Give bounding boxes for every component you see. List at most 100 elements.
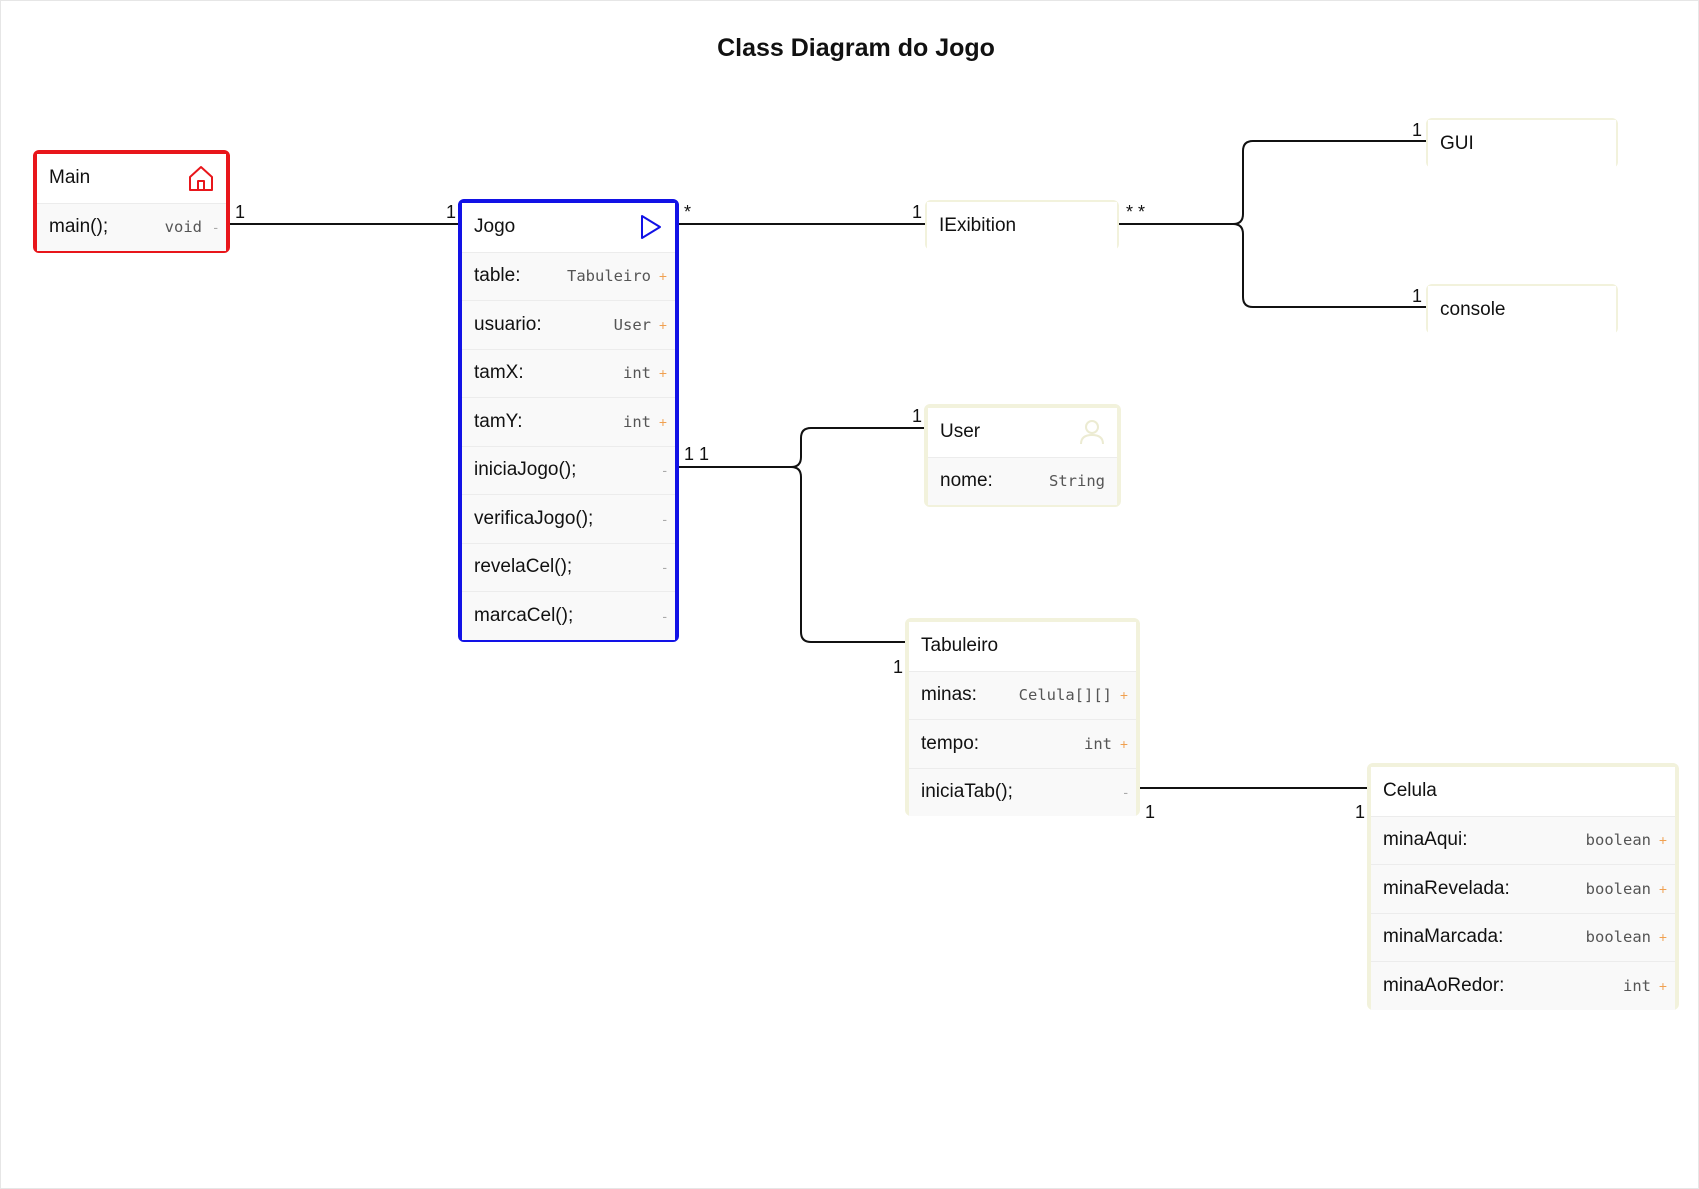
- member-type: void: [164, 218, 202, 237]
- class-member[interactable]: minaAoRedor: int +: [1371, 961, 1675, 1010]
- class-name: IExibition: [939, 215, 1017, 237]
- visibility-marker: +: [658, 413, 667, 430]
- member-name: iniciaTab();: [921, 781, 1013, 803]
- multiplicity-label: 1: [1145, 802, 1156, 822]
- multiplicity-label: * *: [1126, 202, 1146, 222]
- member-name: minaMarcada:: [1383, 926, 1504, 948]
- class-member[interactable]: minaRevelada: boolean +: [1371, 864, 1675, 913]
- class-tabuleiro[interactable]: Tabuleiro minas: Celula[][] + tempo: int…: [905, 618, 1140, 816]
- link-jogo-tabuleiro: [790, 466, 912, 643]
- class-member[interactable]: nome: String: [928, 456, 1117, 505]
- visibility-marker: +: [1658, 832, 1667, 849]
- class-user[interactable]: User nome: String: [924, 404, 1121, 507]
- multiplicity-label: 1: [446, 202, 457, 222]
- multiplicity-label: 1: [1355, 802, 1366, 822]
- class-member[interactable]: minas: Celula[][] +: [909, 670, 1136, 719]
- member-name: tempo:: [921, 732, 980, 754]
- visibility-marker: -: [1123, 784, 1128, 801]
- class-console[interactable]: console: [1426, 284, 1618, 335]
- member-name: main();: [49, 216, 109, 238]
- visibility-marker: -: [213, 219, 218, 236]
- member-type: Celula[][]: [1018, 686, 1112, 705]
- multiplicity-label: 1: [912, 406, 923, 426]
- class-member[interactable]: verificaJogo(); -: [462, 494, 675, 543]
- class-member[interactable]: iniciaTab(); -: [909, 767, 1136, 816]
- multiplicity-label: 1: [235, 202, 246, 222]
- member-name: table:: [474, 265, 521, 287]
- class-header: Jogo: [462, 203, 675, 252]
- member-type: boolean: [1585, 928, 1651, 947]
- member-name: usuario:: [474, 313, 542, 335]
- class-member[interactable]: marcaCel(); -: [462, 591, 675, 640]
- class-member[interactable]: minaAqui: boolean +: [1371, 815, 1675, 864]
- class-member[interactable]: tamY: int +: [462, 397, 675, 446]
- member-name: minaRevelada:: [1383, 877, 1510, 899]
- class-name: Celula: [1383, 780, 1437, 802]
- visibility-marker: +: [1119, 735, 1128, 752]
- link-iexibition-console: [1232, 223, 1432, 308]
- class-member[interactable]: minaMarcada: boolean +: [1371, 912, 1675, 961]
- class-jogo[interactable]: Jogo table: Tabuleiro + usuario: User + …: [458, 199, 679, 642]
- class-header: User: [928, 408, 1117, 457]
- multiplicity-label: 1: [1412, 286, 1423, 306]
- home-icon: [189, 166, 213, 192]
- class-name: GUI: [1440, 133, 1474, 155]
- member-type: int: [623, 364, 651, 383]
- visibility-marker: +: [658, 316, 667, 333]
- member-name: minaAqui:: [1383, 829, 1468, 851]
- visibility-marker: +: [1119, 687, 1128, 704]
- class-member[interactable]: tempo: int +: [909, 719, 1136, 768]
- link-jogo-user: [672, 427, 930, 468]
- visibility-marker: +: [1658, 929, 1667, 946]
- member-type: boolean: [1585, 879, 1651, 898]
- class-celula[interactable]: Celula minaAqui: boolean + minaRevelada:…: [1367, 763, 1679, 1010]
- class-name: Main: [49, 167, 91, 189]
- multiplicity-label: 1: [1412, 120, 1423, 140]
- class-gui[interactable]: GUI: [1426, 118, 1618, 169]
- visibility-marker: +: [1658, 880, 1667, 897]
- visibility-marker: -: [662, 559, 667, 576]
- multiplicity-label: 1: [893, 657, 904, 677]
- multiplicity-label: 1: [912, 202, 923, 222]
- class-member[interactable]: usuario: User +: [462, 300, 675, 349]
- class-member[interactable]: tamX: int +: [462, 348, 675, 397]
- class-member[interactable]: revelaCel(); -: [462, 542, 675, 591]
- visibility-marker: +: [658, 268, 667, 285]
- class-name: User: [940, 421, 981, 443]
- class-header: GUI: [1428, 120, 1616, 169]
- class-member[interactable]: main(); void -: [37, 202, 226, 251]
- member-type: String: [1049, 472, 1105, 491]
- class-header: IExibition: [927, 202, 1117, 251]
- visibility-marker: +: [658, 365, 667, 382]
- member-name: revelaCel();: [474, 556, 573, 578]
- member-name: minaAoRedor:: [1383, 974, 1505, 996]
- class-header: Celula: [1371, 767, 1675, 816]
- class-name: Tabuleiro: [921, 635, 999, 657]
- member-name: minas:: [921, 684, 977, 706]
- member-type: boolean: [1585, 831, 1651, 850]
- class-name: Jogo: [474, 216, 516, 238]
- member-type: int: [1084, 734, 1112, 753]
- member-name: marcaCel();: [474, 604, 574, 626]
- play-icon: [641, 215, 661, 240]
- member-type: int: [1623, 976, 1651, 995]
- class-main[interactable]: Main main(); void -: [33, 150, 230, 253]
- visibility-marker: -: [662, 462, 667, 479]
- member-name: iniciaJogo();: [474, 459, 577, 481]
- member-name: tamX:: [474, 362, 524, 384]
- visibility-marker: +: [1658, 977, 1667, 994]
- member-type: int: [623, 412, 651, 431]
- member-name: verificaJogo();: [474, 507, 594, 529]
- class-header: Main: [37, 154, 226, 203]
- class-member[interactable]: iniciaJogo(); -: [462, 445, 675, 494]
- multiplicity-label: *: [684, 202, 692, 222]
- member-type: User: [613, 315, 651, 334]
- member-type: Tabuleiro: [567, 267, 651, 286]
- class-iexibition[interactable]: IExibition: [925, 200, 1119, 251]
- visibility-marker: -: [662, 510, 667, 527]
- user-icon: [1080, 420, 1104, 445]
- class-member[interactable]: table: Tabuleiro +: [462, 251, 675, 300]
- class-name: console: [1440, 299, 1506, 321]
- class-header: Tabuleiro: [909, 622, 1136, 671]
